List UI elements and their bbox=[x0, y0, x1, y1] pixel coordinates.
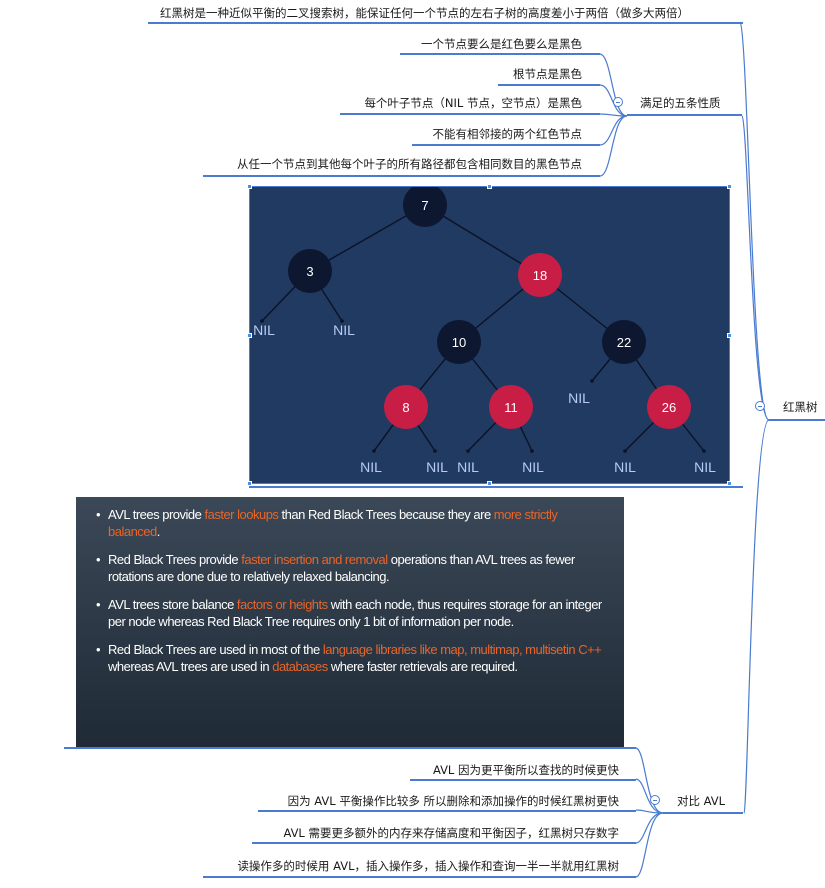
comparison-item-4-underline bbox=[203, 876, 636, 878]
node-label: 3 bbox=[306, 264, 313, 279]
nil-leaf: NIL bbox=[333, 322, 355, 338]
tree-node-22: 22 bbox=[602, 320, 646, 364]
tree-node-10: 10 bbox=[437, 320, 481, 364]
node-label: 18 bbox=[533, 268, 547, 283]
properties-underline bbox=[627, 114, 742, 116]
nil-leaf: NIL bbox=[360, 459, 382, 475]
nil-leaf: NIL bbox=[426, 459, 448, 475]
root-collapse-toggle[interactable] bbox=[755, 401, 765, 411]
property-item-2[interactable]: 根节点是黑色 bbox=[513, 67, 582, 81]
resize-handle[interactable] bbox=[727, 333, 732, 338]
tree-diagram: 7 3 18 10 22 8 11 26 N bbox=[253, 183, 716, 475]
slide-bullet: Red Black Trees provide faster insertion… bbox=[96, 552, 612, 585]
slide-bullet: AVL trees store balance factors or heigh… bbox=[96, 597, 612, 630]
property-item-3[interactable]: 每个叶子节点（NIL 节点，空节点）是黑色 bbox=[364, 96, 582, 110]
definition-node[interactable]: 红黑树是一种近似平衡的二叉搜索树，能保证任何一个节点的左右子树的高度差小于两倍（… bbox=[160, 6, 689, 20]
property-item-4[interactable]: 不能有相邻接的两个红色节点 bbox=[432, 127, 583, 141]
red-black-tree-image[interactable]: 7 3 18 10 22 8 11 26 N bbox=[247, 183, 732, 486]
tree-node-3: 3 bbox=[288, 249, 332, 293]
resize-handle[interactable] bbox=[487, 481, 492, 486]
nil-leaf: NIL bbox=[614, 459, 636, 475]
resize-handle[interactable] bbox=[247, 333, 252, 338]
nil-leaf: NIL bbox=[457, 459, 479, 475]
comparison-item-4[interactable]: 读操作多的时候用 AVL，插入操作多，插入操作和查询一半一半就用红黑树 bbox=[237, 859, 619, 873]
comparison-collapse-toggle[interactable] bbox=[650, 795, 660, 805]
tree-node-8: 8 bbox=[384, 385, 428, 429]
comparison-item-2[interactable]: 因为 AVL 平衡操作比较多 所以删除和添加操作的时候红黑树更快 bbox=[287, 794, 619, 808]
root-node-underline bbox=[769, 419, 825, 421]
property-item-1-underline bbox=[400, 53, 600, 55]
tree-node-7: 7 bbox=[403, 183, 447, 227]
node-label: 10 bbox=[452, 335, 466, 350]
property-item-5-underline bbox=[203, 175, 600, 177]
avl-comparison-slide[interactable]: AVL trees provide faster lookups than Re… bbox=[76, 497, 624, 747]
resize-handle[interactable] bbox=[727, 481, 732, 486]
comparison-node-label[interactable]: 对比 AVL bbox=[677, 794, 726, 808]
comparison-item-1[interactable]: AVL 因为更平衡所以查找的时候更快 bbox=[432, 763, 619, 777]
nil-leaf: NIL bbox=[522, 459, 544, 475]
property-item-3-underline bbox=[340, 113, 600, 115]
resize-handle[interactable] bbox=[247, 481, 252, 486]
node-label: 11 bbox=[504, 400, 518, 415]
property-item-1[interactable]: 一个节点要么是红色要么是黑色 bbox=[421, 37, 582, 51]
comparison-item-1-underline bbox=[410, 779, 636, 781]
tree-node-26: 26 bbox=[647, 385, 691, 429]
node-label: 22 bbox=[617, 335, 631, 350]
resize-handle[interactable] bbox=[727, 184, 732, 189]
definition-underline bbox=[148, 22, 743, 24]
tree-node-11: 11 bbox=[489, 385, 533, 429]
comparison-item-2-underline bbox=[258, 810, 636, 812]
slide-bullet: Red Black Trees are used in most of the … bbox=[96, 642, 612, 675]
comparison-underline bbox=[663, 812, 743, 814]
resize-handle[interactable] bbox=[247, 184, 252, 189]
node-label: 26 bbox=[662, 400, 676, 415]
root-node-label[interactable]: 红黑树 bbox=[783, 400, 818, 414]
comparison-item-3-underline bbox=[252, 842, 636, 844]
properties-collapse-toggle[interactable] bbox=[613, 97, 623, 107]
nil-leaf: NIL bbox=[253, 322, 275, 338]
nil-leaf: NIL bbox=[568, 390, 590, 406]
comparison-item-3[interactable]: AVL 需要更多额外的内存来存储高度和平衡因子，红黑树只存数字 bbox=[283, 826, 619, 840]
node-label: 8 bbox=[402, 400, 409, 415]
property-item-4-underline bbox=[412, 144, 600, 146]
property-item-5[interactable]: 从任一个节点到其他每个叶子的所有路径都包含相同数目的黑色节点 bbox=[237, 157, 582, 171]
tree-image-underline bbox=[249, 486, 743, 488]
tree-node-18: 18 bbox=[518, 253, 562, 297]
property-item-2-underline bbox=[498, 84, 600, 86]
nil-leaf: NIL bbox=[694, 459, 716, 475]
node-label: 7 bbox=[421, 198, 428, 213]
properties-node-label[interactable]: 满足的五条性质 bbox=[640, 96, 721, 110]
resize-handle[interactable] bbox=[487, 184, 492, 189]
avl-slide-underline bbox=[64, 747, 636, 749]
slide-bullet: AVL trees provide faster lookups than Re… bbox=[96, 507, 612, 540]
